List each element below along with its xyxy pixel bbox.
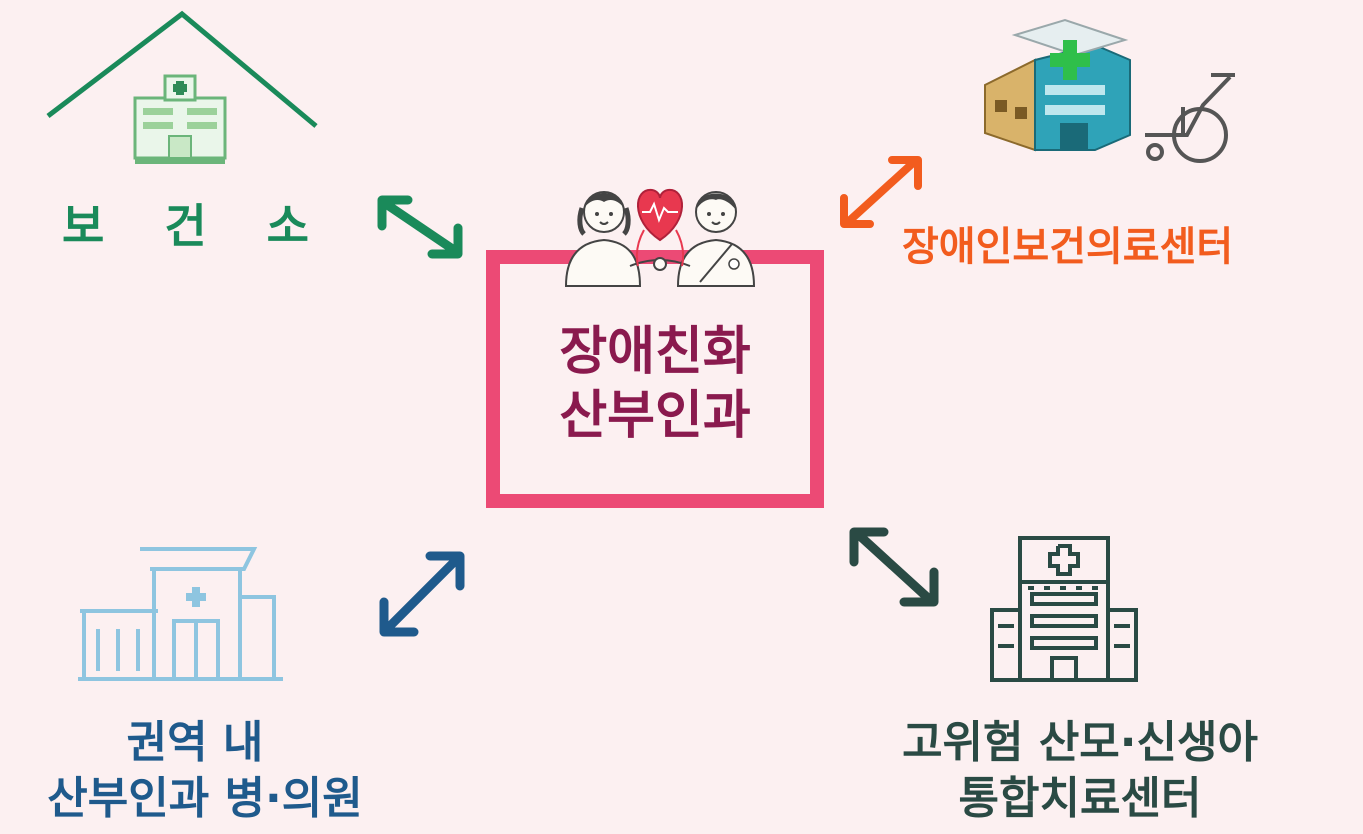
center-title-line2: 산부인과	[559, 386, 751, 446]
arrow-high-risk-center-icon	[849, 527, 939, 607]
hospital-with-wheelchair-icon	[984, 18, 1235, 163]
arrow-disability-center-icon	[840, 156, 922, 228]
tall-hospital-icon	[990, 536, 1138, 682]
arrow-regional-clinics-icon	[379, 551, 465, 637]
couple-with-heart-icon	[564, 188, 756, 287]
center-title: 장애친화 산부인과	[500, 320, 810, 448]
center-title-line1: 장애친화	[559, 322, 751, 382]
arrow-health-center-icon	[377, 195, 463, 259]
high-risk-center-label-line1: 고위험 산모·신생아	[902, 717, 1258, 768]
disability-center-label: 장애인보건의료센터	[902, 224, 1234, 270]
high-risk-center-label-line2: 통합치료센터	[958, 773, 1202, 824]
hospital-under-roof-icon	[46, 10, 318, 164]
health-center-label: 보 건 소	[62, 199, 331, 253]
center-box: 장애친화 산부인과	[486, 250, 824, 508]
regional-clinics-label-line1: 권역 내	[126, 717, 264, 768]
clinic-building-icon	[78, 547, 283, 681]
regional-clinics-label-line2: 산부인과 병·의원	[47, 773, 363, 824]
